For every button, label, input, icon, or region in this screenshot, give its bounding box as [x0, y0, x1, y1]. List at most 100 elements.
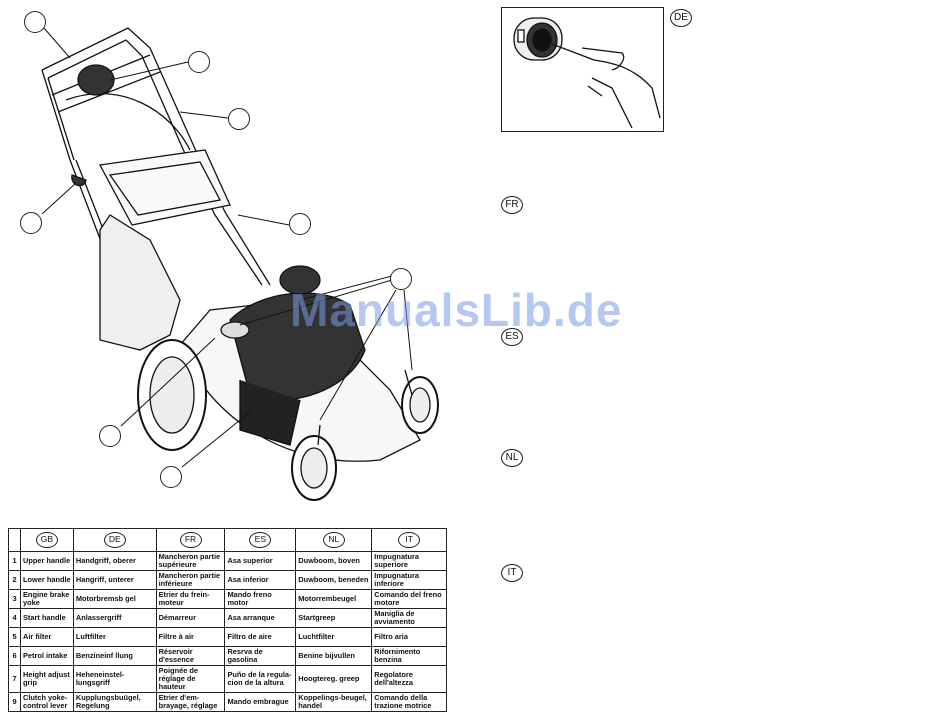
- leader-line-1: [43, 27, 71, 59]
- leader-line-7: [120, 337, 216, 427]
- header-nl: NL: [295, 528, 373, 552]
- leader-line-4: [41, 182, 77, 215]
- cell-es: Filtro de aire: [224, 627, 297, 647]
- row-number: 7: [8, 665, 21, 693]
- cell-fr: Mancheron partie supérieure: [155, 551, 226, 571]
- header-badge: ES: [249, 532, 272, 548]
- language-marker-it: IT: [501, 564, 523, 582]
- cell-fr: Poignée de réglage de hauteur: [155, 665, 226, 693]
- header-it: IT: [371, 528, 447, 552]
- cell-de: Heheneinstel-lungsgriff: [72, 665, 157, 693]
- cell-es: Asa arranque: [224, 608, 297, 628]
- cell-it: Regolatore dell'altezza: [371, 665, 447, 693]
- cell-nl: Luchtfilter: [295, 627, 373, 647]
- callout-marker: [390, 268, 412, 290]
- cell-es: Asa superior: [224, 551, 297, 571]
- cell-nl: Benine bijvullen: [295, 646, 373, 666]
- cell-gb: Engine brake yoke: [20, 589, 74, 609]
- leader-line-2: [109, 61, 189, 81]
- callout-marker: [24, 11, 46, 33]
- cell-it: Impugnatura superiore: [371, 551, 447, 571]
- cell-fr: Etrier du frein-moteur: [155, 589, 226, 609]
- header-badge: NL: [322, 532, 345, 548]
- cell-it: Maniglia de avviamento: [371, 608, 447, 628]
- cell-gb: Petrol intake: [20, 646, 74, 666]
- cell-de: Benzineinf llung: [72, 646, 157, 666]
- row-number: 6: [8, 646, 21, 666]
- language-marker-de: DE: [670, 9, 692, 27]
- header-badge: DE: [103, 532, 126, 548]
- header-badge: GB: [35, 532, 58, 548]
- leader-line-3: [179, 111, 229, 119]
- table-row: 4 Start handle Anlassergriff Démarreur A…: [8, 608, 447, 628]
- table-row: 6 Petrol intake Benzineinf llung Réservo…: [8, 646, 447, 666]
- watermark: ManualsLib.de: [290, 284, 623, 336]
- cell-es: Mando embrague: [224, 692, 297, 712]
- cell-fr: Mancheron partie inférieure: [155, 570, 226, 590]
- upper-handle-line: [41, 27, 201, 161]
- table-header-row: GB DE FR ES NL IT: [8, 528, 447, 552]
- cell-nl: Duwboom, beneden: [295, 570, 373, 590]
- cell-it: Comando del freno motore: [371, 589, 447, 609]
- cell-de: Handgriff, oberer: [72, 551, 157, 571]
- table-row: 5 Air filter Luftfilter Filtre à air Fil…: [8, 627, 447, 647]
- leader-line-6: [239, 275, 413, 421]
- table-row: 1 Upper handle Handgriff, oberer Mancher…: [8, 551, 447, 571]
- cell-nl: Hoogtereg. greep: [295, 665, 373, 693]
- cell-it: Comando della trazione motrice: [371, 692, 447, 712]
- callout-marker: [160, 466, 182, 488]
- cell-nl: Startgreep: [295, 608, 373, 628]
- cell-nl: Motorrembeugel: [295, 589, 373, 609]
- cell-es: Mando freno motor: [224, 589, 297, 609]
- cell-it: Filtro aria: [371, 627, 447, 647]
- table-row: 2 Lower handle Hangriff, unterer Mancher…: [8, 570, 447, 590]
- header-num: [8, 528, 21, 552]
- header-gb: GB: [20, 528, 74, 552]
- header-badge: FR: [179, 532, 202, 548]
- cell-de: Hangriff, unterer: [72, 570, 157, 590]
- lawn-mower-illustration: [41, 27, 439, 501]
- row-number: 5: [8, 627, 21, 647]
- callout-marker: [289, 213, 311, 235]
- cell-gb: Upper handle: [20, 551, 74, 571]
- row-number: 9: [8, 692, 21, 712]
- callout-marker: [99, 425, 121, 447]
- cell-fr: Etrier d'em-brayage, réglage: [155, 692, 226, 712]
- table-row: 9 Clutch yoke-control lever Kupplungsbuü…: [8, 692, 447, 712]
- cell-it: Rifornimento benzina: [371, 646, 447, 666]
- parts-translation-table: GB DE FR ES NL IT 1 Upper handle Handgri…: [8, 528, 447, 712]
- cell-fr: Démarreur: [155, 608, 226, 628]
- callout-marker: [20, 212, 42, 234]
- cell-de: Kupplungsbuügel, Regelung: [72, 692, 157, 712]
- hand-pressing-button-icon: [513, 17, 661, 129]
- cell-gb: Lower handle: [20, 570, 74, 590]
- cell-fr: Filtre à air: [155, 627, 226, 647]
- row-number: 4: [8, 608, 21, 628]
- cell-gb: Height adjust grip: [20, 665, 74, 693]
- cell-gb: Air filter: [20, 627, 74, 647]
- cell-es: Resrva de gasolina: [224, 646, 297, 666]
- cell-nl: Duwboom, boven: [295, 551, 373, 571]
- cell-es: Asa inferior: [224, 570, 297, 590]
- header-de: DE: [72, 528, 157, 552]
- cell-es: Puño de la regula-cion de la altura: [224, 665, 297, 693]
- callout-marker: [228, 108, 250, 130]
- row-number: 3: [8, 589, 21, 609]
- cell-gb: Start handle: [20, 608, 74, 628]
- header-badge: IT: [398, 532, 421, 548]
- cell-de: Motorbremsb gel: [72, 589, 157, 609]
- row-number: 2: [8, 570, 21, 590]
- language-marker-es: ES: [501, 328, 523, 346]
- header-es: ES: [224, 528, 297, 552]
- callout-marker: [188, 51, 210, 73]
- language-marker-nl: NL: [501, 449, 523, 467]
- cell-nl: Koppelings-beugel, handel: [295, 692, 373, 712]
- row-number: 1: [8, 551, 21, 571]
- leader-line-8: [181, 411, 251, 468]
- cell-de: Anlassergriff: [72, 608, 157, 628]
- button-press-figure: [501, 7, 664, 132]
- cell-fr: Réservoir d'essence: [155, 646, 226, 666]
- leader-line-5: [237, 214, 290, 226]
- cell-gb: Clutch yoke-control lever: [20, 692, 74, 712]
- cell-de: Luftfilter: [72, 627, 157, 647]
